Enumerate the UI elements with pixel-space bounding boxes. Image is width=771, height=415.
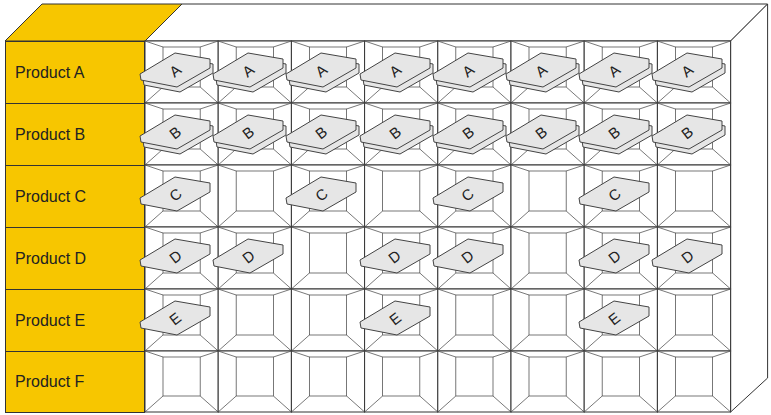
product-tag: D	[578, 236, 650, 276]
shelf-compartment	[438, 351, 511, 412]
shelf-compartment	[291, 289, 364, 351]
product-label: Product F	[5, 351, 145, 413]
shelf-compartment	[218, 289, 291, 351]
product-tag: B	[212, 112, 284, 152]
product-tag: A	[432, 50, 504, 90]
product-tag: A	[578, 50, 650, 90]
product-tag: A	[139, 50, 211, 90]
shelf-side	[731, 4, 768, 412]
shelf-compartment	[145, 351, 218, 412]
product-name: Product B	[15, 126, 85, 144]
shelf-compartment	[511, 165, 584, 227]
shelf-compartment	[511, 289, 584, 351]
shelf-compartment	[657, 351, 730, 412]
shelf-compartment	[218, 165, 291, 227]
product-name: Product E	[15, 312, 85, 330]
product-tag: B	[359, 112, 431, 152]
product-tag: E	[359, 298, 431, 338]
shelf-compartment	[584, 351, 657, 412]
product-tag: B	[432, 112, 504, 152]
product-tag: B	[505, 112, 577, 152]
product-tag: A	[651, 50, 723, 90]
shelf-compartment	[657, 289, 730, 351]
product-tag: D	[139, 236, 211, 276]
shelf-compartment	[511, 227, 584, 289]
shelf-top	[145, 4, 768, 41]
product-tag: D	[359, 236, 431, 276]
product-label: Product E	[5, 289, 145, 352]
product-name: Product A	[15, 64, 84, 82]
product-tag: D	[432, 236, 504, 276]
shelf-compartment	[438, 289, 511, 351]
product-tag: B	[578, 112, 650, 152]
shelf-compartment	[291, 227, 364, 289]
product-tag: C	[578, 174, 650, 214]
product-tag: E	[578, 298, 650, 338]
product-name: Product C	[15, 188, 86, 206]
product-tag: D	[651, 236, 723, 276]
product-tag: B	[285, 112, 357, 152]
product-label: Product A	[5, 41, 145, 104]
product-label: Product B	[5, 103, 145, 166]
product-tag: E	[139, 298, 211, 338]
product-name: Product D	[15, 250, 86, 268]
product-tag: D	[212, 236, 284, 276]
product-name: Product F	[15, 373, 84, 391]
shelf-compartment	[657, 165, 730, 227]
shelf-compartment	[291, 351, 364, 412]
product-tag: A	[285, 50, 357, 90]
product-tag: C	[432, 174, 504, 214]
shelf-compartment	[511, 351, 584, 412]
product-label: Product D	[5, 227, 145, 290]
product-tag: B	[139, 112, 211, 152]
product-tag: A	[359, 50, 431, 90]
product-tag: C	[285, 174, 357, 214]
shelf-compartment	[218, 351, 291, 412]
shelf-compartment	[365, 351, 438, 412]
product-tag: A	[505, 50, 577, 90]
shelf-compartment	[365, 165, 438, 227]
product-tag: B	[651, 112, 723, 152]
product-tag: A	[212, 50, 284, 90]
product-tag: C	[139, 174, 211, 214]
product-label: Product C	[5, 165, 145, 228]
